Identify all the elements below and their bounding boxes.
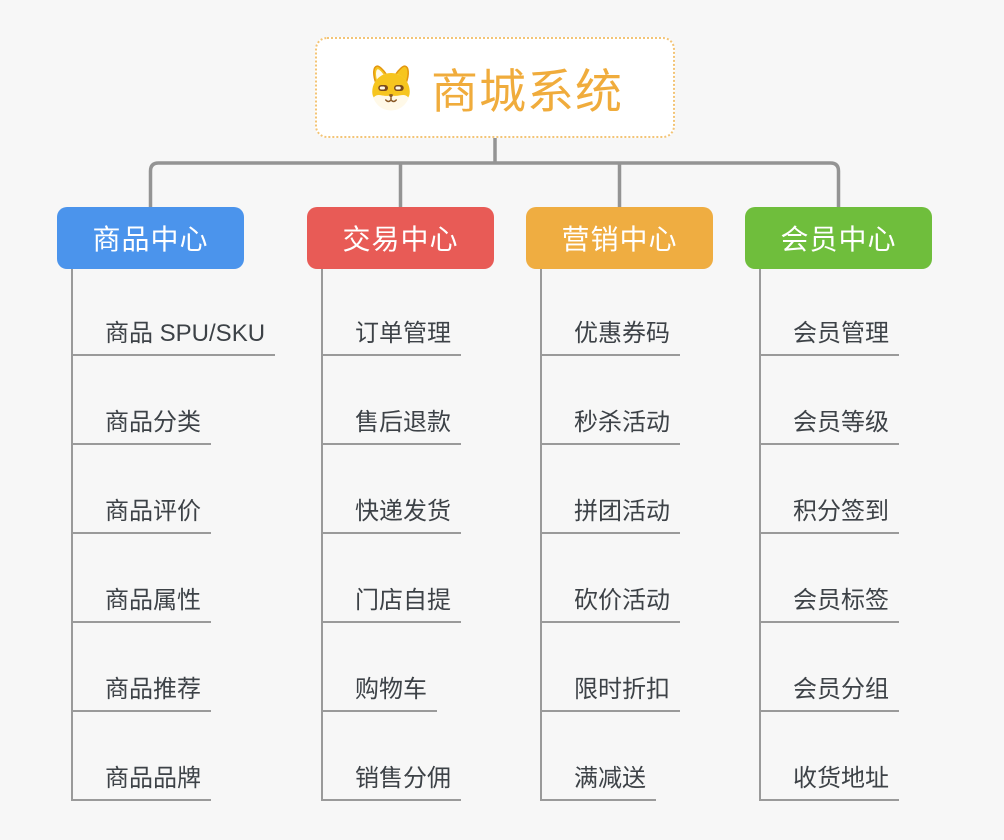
leaf-item[interactable]: 秒杀活动 — [542, 356, 680, 445]
leaf-item[interactable]: 商品品牌 — [73, 712, 211, 801]
branch-node-label-1[interactable]: 商品中心 — [57, 207, 244, 269]
leaf-item[interactable]: 商品 SPU/SKU — [73, 269, 276, 356]
leaf-list: 订单管理售后退款快递发货门店自提购物车销售分佣 — [321, 269, 461, 801]
leaf-item[interactable]: 优惠券码 — [542, 269, 680, 356]
branch-4: 会员中心 会员管理会员等级积分签到会员标签会员分组收货地址 — [745, 207, 932, 801]
leaf-item[interactable]: 拼团活动 — [542, 445, 680, 534]
leaf-item[interactable]: 商品分类 — [73, 356, 211, 445]
leaf-item[interactable]: 售后退款 — [323, 356, 461, 445]
leaf-item[interactable]: 会员管理 — [761, 269, 899, 356]
leaf-item[interactable]: 砍价活动 — [542, 534, 680, 623]
leaf-item[interactable]: 限时折扣 — [542, 623, 680, 712]
leaf-item[interactable]: 满减送 — [542, 712, 656, 801]
leaf-item[interactable]: 会员分组 — [761, 623, 899, 712]
leaf-item[interactable]: 会员等级 — [761, 356, 899, 445]
leaf-item[interactable]: 快递发货 — [323, 445, 461, 534]
root-title: 商城系统 — [431, 65, 623, 118]
branch-2: 交易中心 订单管理售后退款快递发货门店自提购物车销售分佣 — [307, 207, 494, 801]
branch-node-label-2[interactable]: 交易中心 — [307, 207, 494, 269]
branch-node-label-3[interactable]: 营销中心 — [526, 207, 713, 269]
leaf-item[interactable]: 购物车 — [323, 623, 437, 712]
leaf-item[interactable]: 订单管理 — [323, 269, 461, 356]
branch-3: 营销中心 优惠券码秒杀活动拼团活动砍价活动限时折扣满减送 — [526, 207, 713, 801]
leaf-item[interactable]: 门店自提 — [323, 534, 461, 623]
leaf-item[interactable]: 会员标签 — [761, 534, 899, 623]
leaf-item[interactable]: 积分签到 — [761, 445, 899, 534]
branch-node-label-4[interactable]: 会员中心 — [745, 207, 932, 269]
leaf-item[interactable]: 收货地址 — [761, 712, 899, 801]
leaf-item[interactable]: 销售分佣 — [323, 712, 461, 801]
leaf-item[interactable]: 商品推荐 — [73, 623, 211, 712]
leaf-list: 优惠券码秒杀活动拼团活动砍价活动限时折扣满减送 — [540, 269, 680, 801]
leaf-list: 会员管理会员等级积分签到会员标签会员分组收货地址 — [759, 269, 899, 801]
root-node[interactable]: 商城系统 — [315, 37, 675, 138]
leaf-item[interactable]: 商品评价 — [73, 445, 211, 534]
leaf-item[interactable]: 商品属性 — [73, 534, 211, 623]
dog-face-icon — [372, 64, 410, 110]
